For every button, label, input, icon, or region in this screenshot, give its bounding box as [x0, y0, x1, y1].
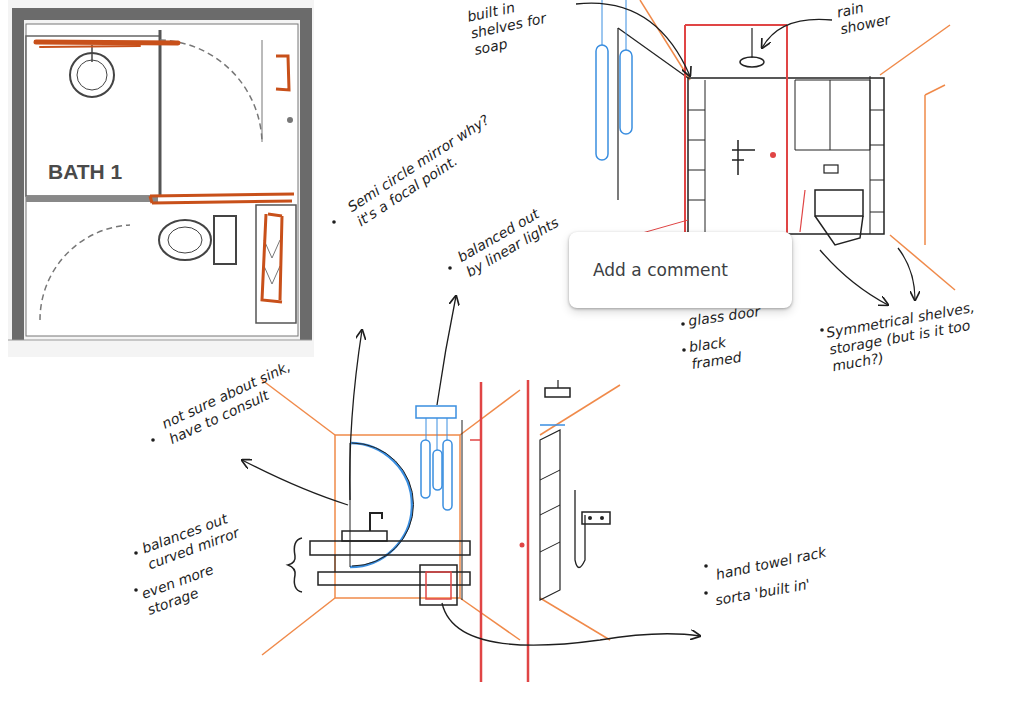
handwritten-note: rain shower: [835, 0, 912, 38]
comment-box: Add a comment: [569, 232, 792, 308]
handwritten-note: not sure about sink, have to consult: [159, 358, 300, 448]
leader-arrows: [242, 3, 915, 645]
handwritten-note: hand towel rack: [714, 525, 913, 583]
handwritten-note: built in shelves for soap: [466, 0, 567, 59]
handwritten-note: black framed: [688, 329, 764, 373]
handwritten-note: balanced out by linear lights: [455, 197, 566, 280]
handwritten-note: balances out curved mirror: [140, 501, 263, 573]
handwritten-note: Symmetrical shelves, storage (but is it …: [825, 292, 1023, 376]
floor-plan: [8, 0, 314, 357]
vanity-perspective: [262, 380, 620, 682]
room-label: BATH 1: [48, 160, 122, 184]
handwritten-note: Semi circle mirror why? it's a focal poi…: [345, 108, 508, 230]
comment-placeholder: Add a comment: [593, 260, 768, 280]
